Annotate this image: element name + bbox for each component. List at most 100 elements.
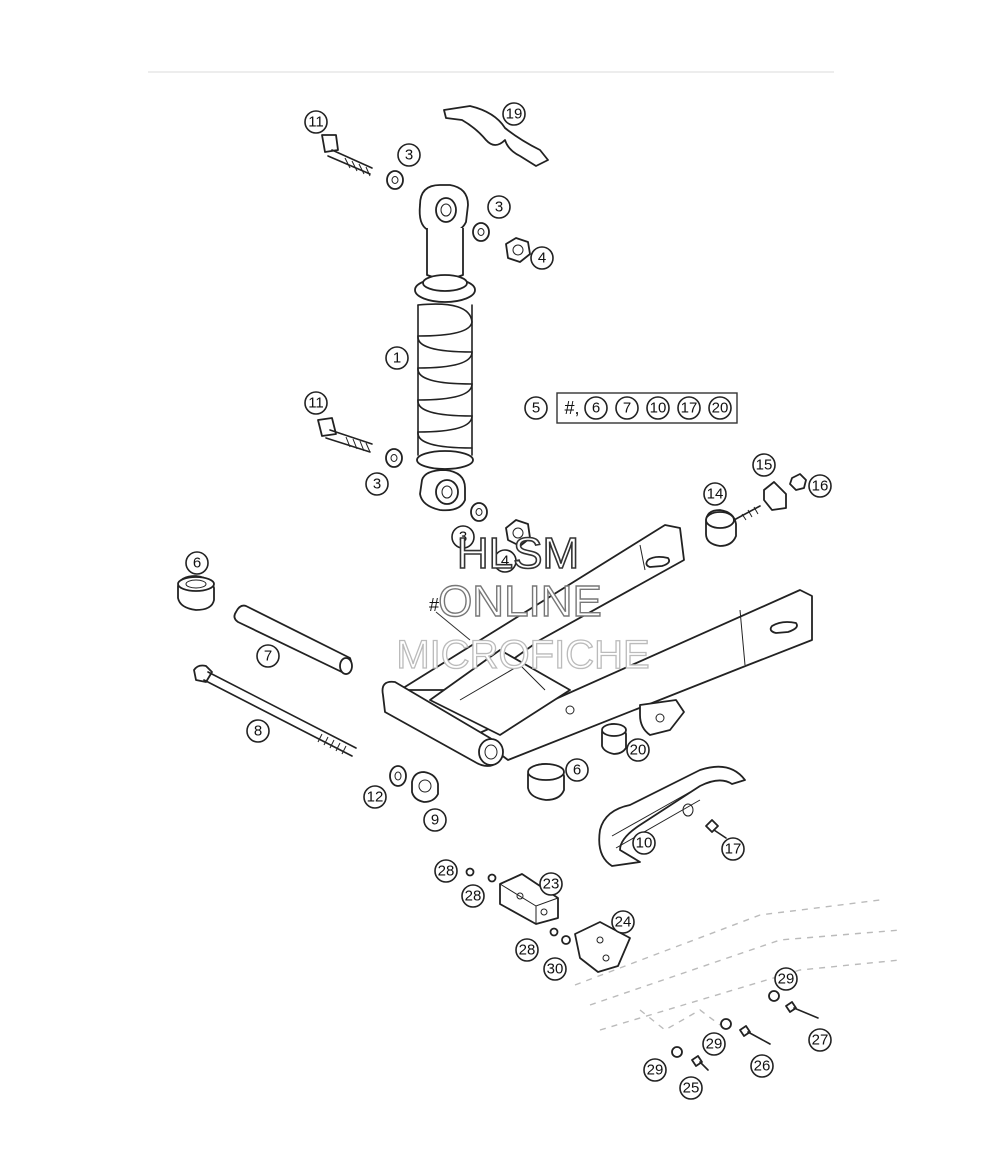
- callout-11: 11: [304, 391, 328, 415]
- small-nut: [789, 473, 807, 491]
- callout-label: 3: [373, 476, 381, 493]
- callout-label: 24: [615, 914, 632, 931]
- callout-label: 26: [754, 1058, 771, 1075]
- kit-item-10: 10: [646, 396, 670, 420]
- callout-3: 3: [397, 143, 421, 167]
- callout-label: 23: [543, 876, 560, 893]
- chain-slider: [598, 765, 746, 867]
- callout-29: 29: [774, 967, 798, 991]
- callout-label: 6: [573, 762, 581, 779]
- callout-label: 7: [264, 648, 272, 665]
- kit-item-6: 6: [584, 396, 608, 420]
- callout-label: 27: [812, 1032, 829, 1049]
- callout-27: 27: [808, 1028, 832, 1052]
- kit-item-17: 17: [677, 396, 701, 420]
- callout-label: 28: [438, 863, 455, 880]
- callout-label: 29: [647, 1062, 664, 1079]
- callout-label: 3: [495, 199, 503, 216]
- swingarm: #: [381, 524, 813, 767]
- kit-item-label: 20: [712, 400, 729, 417]
- callout-label: 29: [778, 971, 795, 988]
- callout-label: 19: [506, 106, 523, 123]
- lower-screws: [671, 990, 819, 1071]
- callout-label: 17: [725, 841, 742, 858]
- callout-17: 17: [721, 837, 745, 861]
- callout-23: 23: [539, 872, 563, 896]
- callout-12: 12: [363, 785, 387, 809]
- callout-6: 6: [185, 551, 209, 575]
- slider-screw: [705, 819, 727, 839]
- bracket-clip: [763, 481, 787, 511]
- callout-label: 28: [465, 888, 482, 905]
- small-washers-28: [465, 867, 571, 945]
- callout-label: 8: [254, 723, 262, 740]
- bushing-left: [177, 575, 215, 611]
- callout-19: 19: [502, 102, 526, 126]
- callout-3: 3: [487, 195, 511, 219]
- callout-30: 30: [543, 957, 567, 981]
- kit-item-label: 10: [650, 400, 667, 417]
- mount-plate: [574, 921, 631, 973]
- callout-label: 1: [393, 350, 401, 367]
- bushing-right: [527, 763, 565, 801]
- callout-26: 26: [750, 1054, 774, 1078]
- callout-1: 1: [385, 346, 409, 370]
- callout-label: 3: [405, 147, 413, 164]
- bolt-upper: [321, 134, 373, 177]
- callout-label: 14: [707, 486, 724, 503]
- kit-group: 5 #, 6 7 10 17 20: [524, 392, 738, 424]
- callout-label: 30: [547, 961, 564, 978]
- callout-6: 6: [565, 758, 589, 782]
- kit-item-label: 6: [592, 400, 600, 417]
- callout-label: 20: [630, 742, 647, 759]
- callout-4: 4: [493, 549, 517, 573]
- shock-absorber: [414, 184, 476, 512]
- callout-25: 25: [679, 1076, 703, 1100]
- frame-outline: [574, 899, 901, 1031]
- callout-3: 3: [451, 525, 475, 549]
- callout-label: 4: [538, 250, 546, 267]
- callout-11: 11: [304, 110, 328, 134]
- callout-16: 16: [808, 474, 832, 498]
- callout-label: 28: [519, 942, 536, 959]
- watermark-line2: ONLINE: [438, 577, 602, 626]
- callout-label: 10: [636, 835, 653, 852]
- callout-label: 6: [193, 555, 201, 572]
- callout-9: 9: [423, 808, 447, 832]
- callout-8: 8: [246, 719, 270, 743]
- bump-rubber: [705, 505, 761, 547]
- bolt-lower: [317, 417, 373, 453]
- svg-text:5: 5: [532, 400, 540, 417]
- callout-label: 11: [308, 395, 324, 412]
- callout-label: 4: [501, 553, 509, 570]
- callout-label: 9: [431, 812, 439, 829]
- pivot-bolt: [193, 664, 357, 757]
- kit-item-7: 7: [615, 396, 639, 420]
- kit-prefix: #,: [564, 398, 579, 418]
- callout-label: 15: [756, 457, 773, 474]
- callout-29: 29: [643, 1058, 667, 1082]
- callout-29: 29: [702, 1032, 726, 1056]
- callout-label: 29: [706, 1036, 723, 1053]
- mount-block: [499, 873, 559, 925]
- callout-4: 4: [530, 246, 554, 270]
- spanner-wrench: [443, 105, 549, 167]
- pivot-washer-nut: [389, 765, 439, 803]
- callout-20: 20: [626, 738, 650, 762]
- pivot-sleeve: [233, 604, 353, 675]
- callout-10: 10: [632, 831, 656, 855]
- watermark: HLSM ONLINE MICROFICHE: [396, 528, 651, 677]
- callout-3: 3: [365, 472, 389, 496]
- callout-label: 16: [812, 478, 829, 495]
- callout-7: 7: [256, 644, 280, 668]
- kit-item-label: 17: [681, 400, 698, 417]
- nuts: [505, 237, 531, 547]
- callout-15: 15: [752, 453, 776, 477]
- kit-item-label: 7: [623, 400, 631, 417]
- swingarm-mark: #: [429, 595, 439, 615]
- spacer-sleeve: [601, 723, 627, 755]
- callout-label: 11: [308, 114, 324, 131]
- callout-28: 28: [461, 884, 485, 908]
- kit-item-20: 20: [708, 396, 732, 420]
